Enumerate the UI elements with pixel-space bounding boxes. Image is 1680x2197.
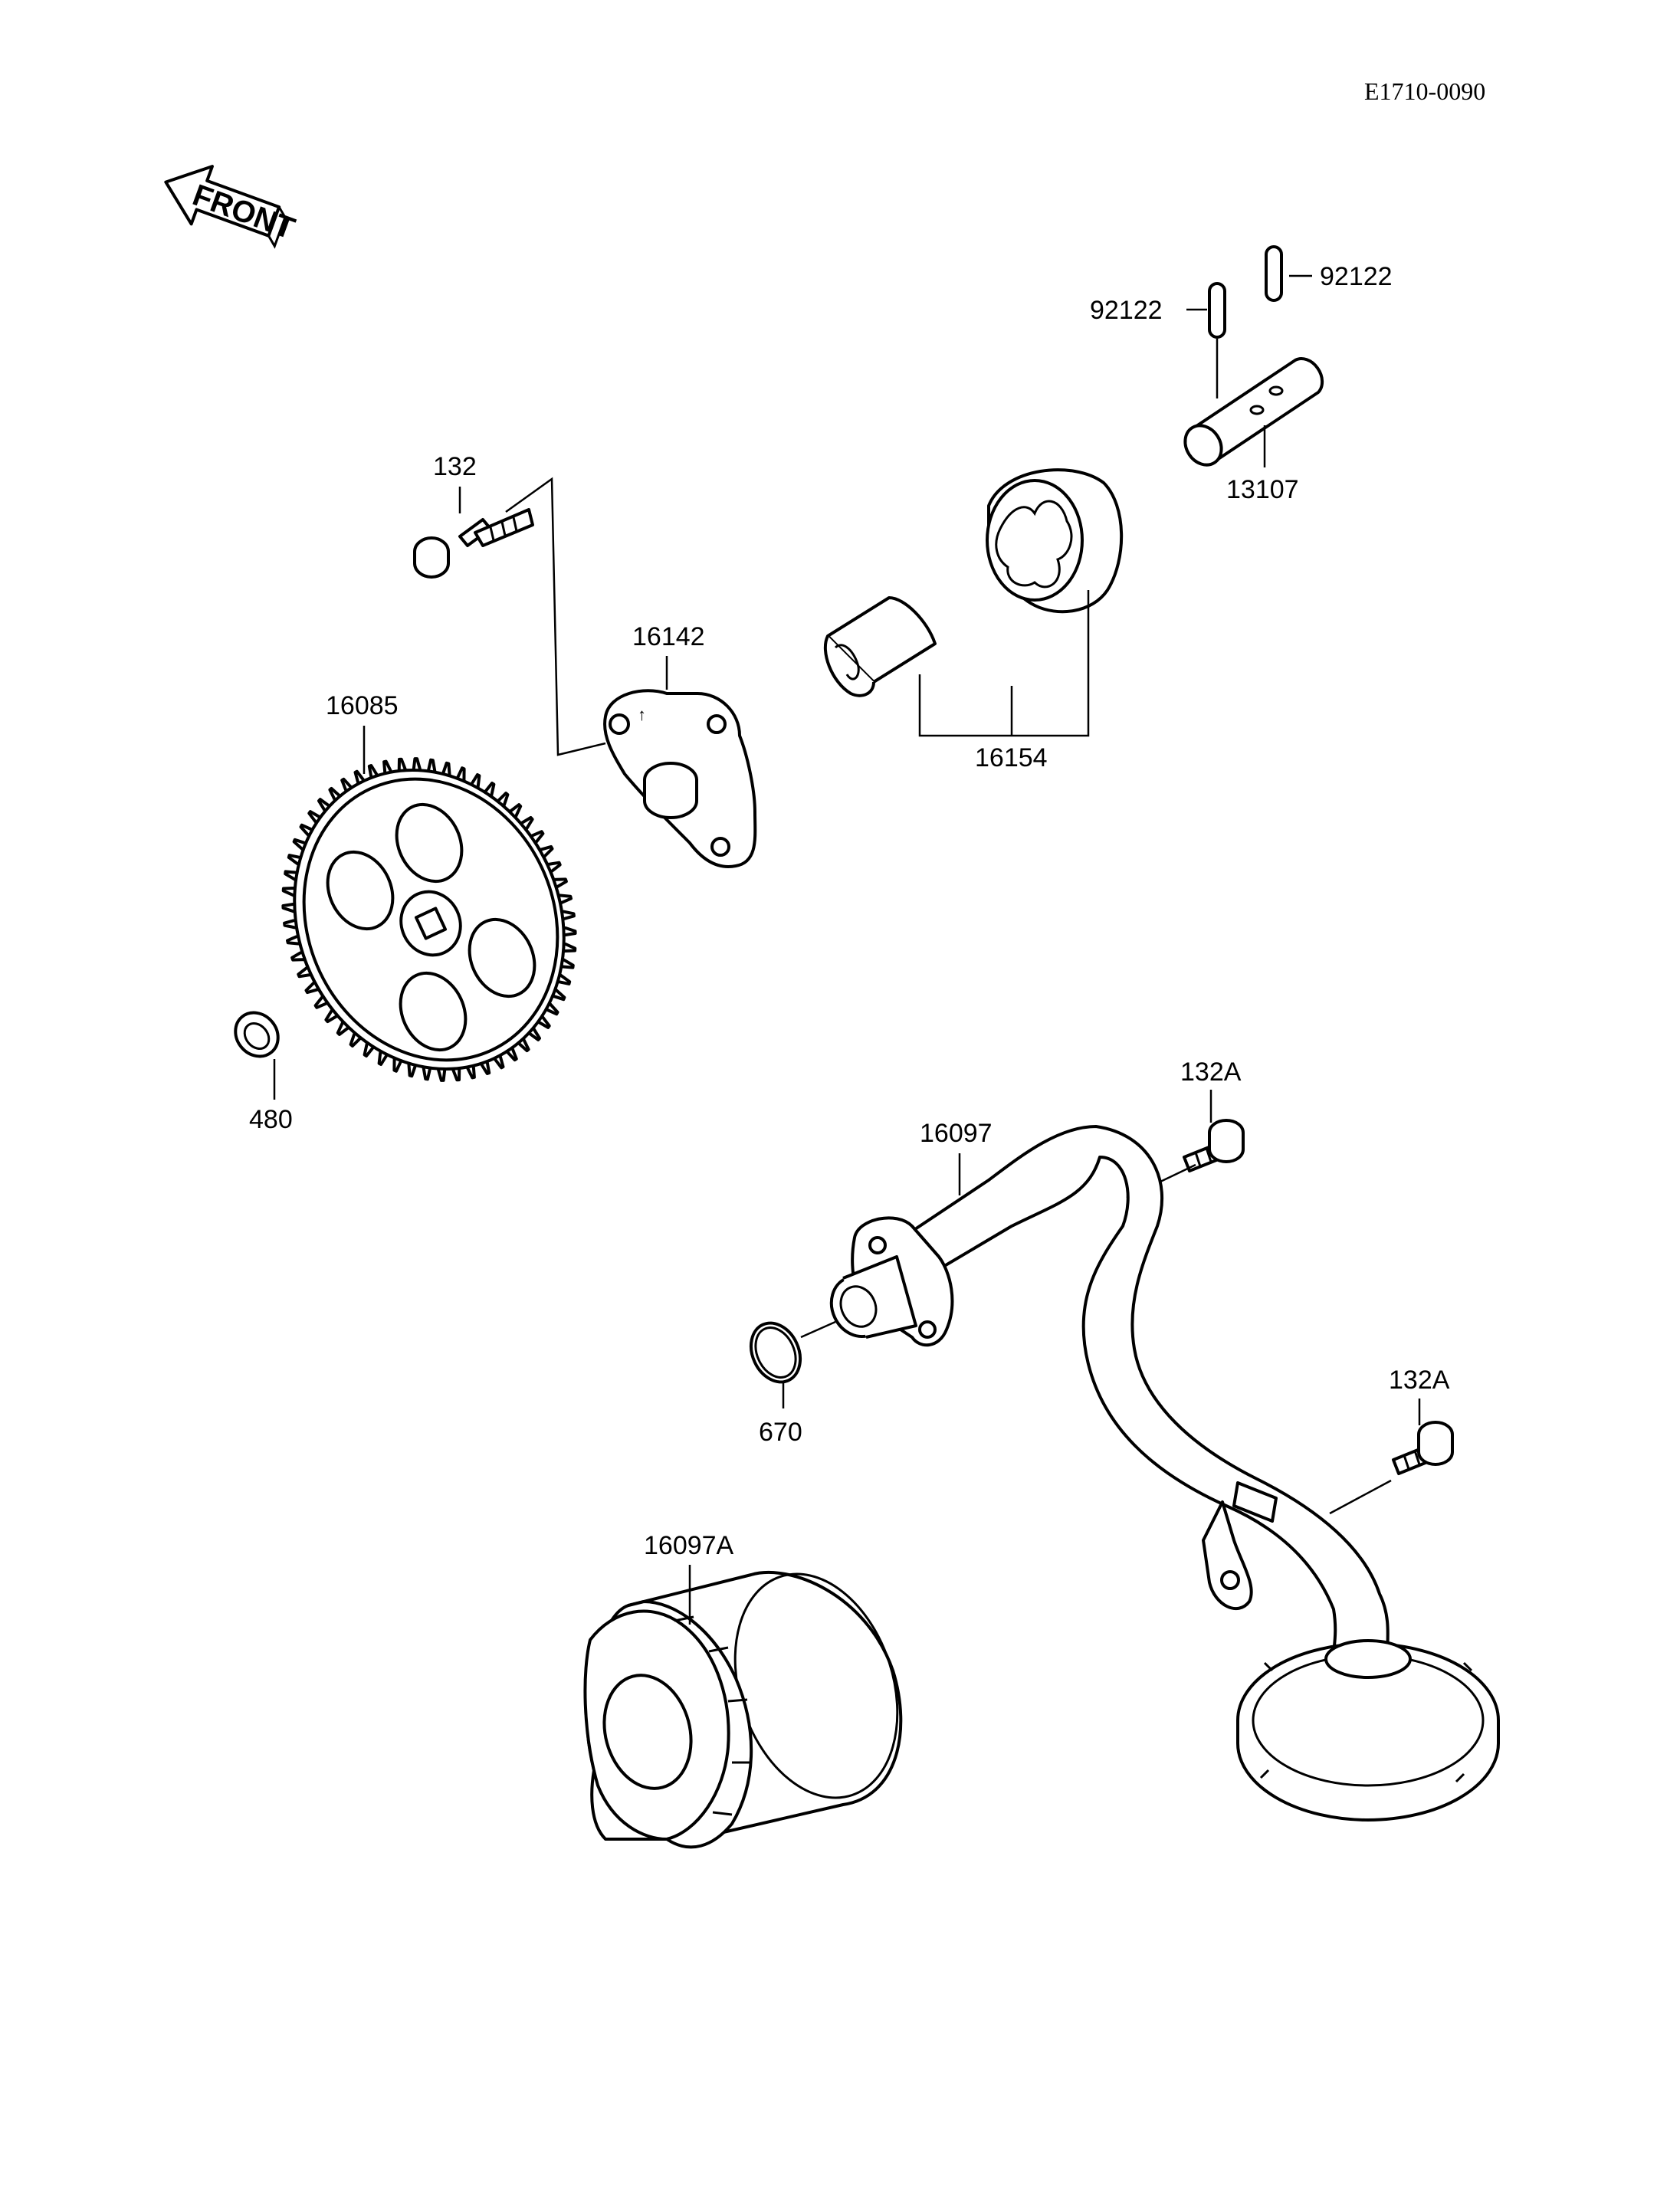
label-16097: 16097 bbox=[920, 1119, 993, 1148]
pump-shaft-13107: 13107 bbox=[1183, 357, 1324, 504]
label-16154: 16154 bbox=[975, 743, 1048, 772]
label-13107: 13107 bbox=[1226, 475, 1299, 504]
o-ring-670: 670 bbox=[749, 1320, 836, 1447]
bolt-132: 132 bbox=[413, 452, 606, 756]
label-16085: 16085 bbox=[326, 691, 399, 720]
bolt-132a-lower: 132A bbox=[1329, 1366, 1454, 1515]
label-16097a: 16097A bbox=[644, 1531, 734, 1560]
pin-92122-left: 92122 bbox=[1090, 282, 1226, 398]
front-label: FRONT bbox=[189, 178, 300, 245]
svg-text:↑: ↑ bbox=[638, 705, 646, 724]
bolt-132a-upper: 132A bbox=[1126, 1058, 1245, 1199]
label-92122-left: 92122 bbox=[1090, 296, 1163, 325]
label-132: 132 bbox=[433, 452, 477, 481]
label-132a-upper: 132A bbox=[1180, 1058, 1242, 1087]
circlip-480: 480 bbox=[234, 1011, 293, 1134]
label-670: 670 bbox=[759, 1418, 802, 1447]
pump-rotor-16154: 16154 bbox=[823, 468, 1124, 772]
diagram-code: E1710-0090 bbox=[1364, 77, 1485, 105]
label-480: 480 bbox=[249, 1105, 293, 1134]
pin-92122-right: 92122 bbox=[1265, 245, 1393, 302]
front-arrow-icon: FRONT bbox=[164, 165, 300, 249]
oil-strainer-pipe-16097: 16097 bbox=[829, 1119, 1500, 1822]
label-132a-lower: 132A bbox=[1389, 1366, 1450, 1395]
label-92122-right: 92122 bbox=[1320, 262, 1393, 291]
oil-pump-gear-16085: 16085 bbox=[281, 691, 577, 1082]
pump-cover-16142: ↑ 16142 bbox=[603, 622, 757, 868]
oil-filter-16097a: 16097A bbox=[583, 1531, 903, 1849]
label-16142: 16142 bbox=[632, 622, 705, 651]
